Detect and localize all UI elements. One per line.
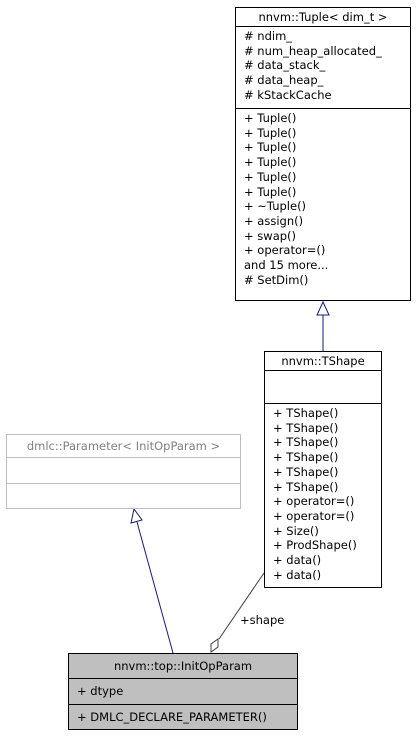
dmlc-parameter-class-title: dmlc::Parameter< InitOpParam > xyxy=(26,439,221,453)
tuple-class-box[interactable]: nnvm::Tuple< dim_t > # ndim_ # num_heap_… xyxy=(235,7,411,301)
tshape-method: + TShape() xyxy=(273,464,339,479)
tuple-method: + ~Tuple() xyxy=(244,199,307,214)
initop-to-parameter-line xyxy=(136,521,174,654)
initopparam-attribute: + dtype xyxy=(77,684,124,698)
tshape-method: + data() xyxy=(273,567,322,582)
tshape-method: + TShape() xyxy=(273,406,339,420)
tuple-attributes: # ndim_ # num_heap_allocated_ # data_sta… xyxy=(236,26,410,108)
tuple-attribute: # ndim_ xyxy=(244,29,293,43)
tuple-method: + Tuple() xyxy=(244,155,297,170)
tshape-attributes xyxy=(265,370,381,403)
tuple-method: # SetDim() xyxy=(244,272,309,287)
initopparam-method: + DMLC_DECLARE_PARAMETER() xyxy=(77,710,267,724)
tshape-methods: + TShape() + TShape() + TShape() + TShap… xyxy=(265,403,381,585)
tshape-class-title: nnvm::TShape xyxy=(281,354,365,368)
tuple-methods: + Tuple() + Tuple() + Tuple() + Tuple() … xyxy=(236,108,410,290)
tuple-class-title: nnvm::Tuple< dim_t > xyxy=(258,10,388,24)
tshape-method: + data() xyxy=(273,553,322,568)
dmlc-parameter-class-box[interactable]: dmlc::Parameter< InitOpParam > xyxy=(6,434,241,509)
tuple-attribute: # kStackCache xyxy=(244,87,332,102)
tshape-method: + ProdShape() xyxy=(273,538,357,553)
shape-edge-label: +shape xyxy=(240,613,285,627)
tshape-method: + TShape() xyxy=(273,420,339,435)
tuple-attribute: # data_heap_ xyxy=(244,73,324,88)
tshape-method: + TShape() xyxy=(273,435,339,450)
dmlc-parameter-attributes xyxy=(7,457,240,483)
tshape-method: + TShape() xyxy=(273,479,339,494)
initopparam-class-title: nnvm::top::InitOpParam xyxy=(113,659,253,673)
tuple-method: + Tuple() xyxy=(244,111,297,125)
aggregation-diamond xyxy=(210,638,219,653)
inheritance-arrowhead-tuple xyxy=(316,300,330,316)
tuple-attribute: # num_heap_allocated_ xyxy=(244,43,382,58)
tuple-method: + Tuple() xyxy=(244,140,297,155)
tuple-method: + operator=() xyxy=(244,243,326,258)
tshape-method: + operator=() xyxy=(273,494,355,509)
tuple-attribute: # data_stack_ xyxy=(244,58,326,73)
tuple-method: + Tuple() xyxy=(244,125,297,140)
shape-aggregation-line xyxy=(218,572,265,640)
inheritance-arrowhead-parameter xyxy=(130,507,143,524)
tuple-more-methods[interactable]: and 15 more... xyxy=(244,258,329,273)
tuple-method: + Tuple() xyxy=(244,184,297,199)
tshape-class-box[interactable]: nnvm::TShape + TShape() + TShape() + TSh… xyxy=(264,351,382,588)
initopparam-class-box[interactable]: nnvm::top::InitOpParam + dtype + DMLC_DE… xyxy=(68,653,298,730)
tuple-method: + Tuple() xyxy=(244,169,297,184)
tshape-method: + TShape() xyxy=(273,450,339,465)
dmlc-parameter-methods xyxy=(7,483,240,508)
tshape-method: + operator=() xyxy=(273,508,355,523)
tuple-method: + swap() xyxy=(244,228,297,243)
initopparam-methods: + DMLC_DECLARE_PARAMETER() xyxy=(69,704,297,728)
tshape-method: + Size() xyxy=(273,523,319,538)
tuple-method: + assign() xyxy=(244,213,304,228)
initopparam-attributes: + dtype xyxy=(69,678,297,704)
